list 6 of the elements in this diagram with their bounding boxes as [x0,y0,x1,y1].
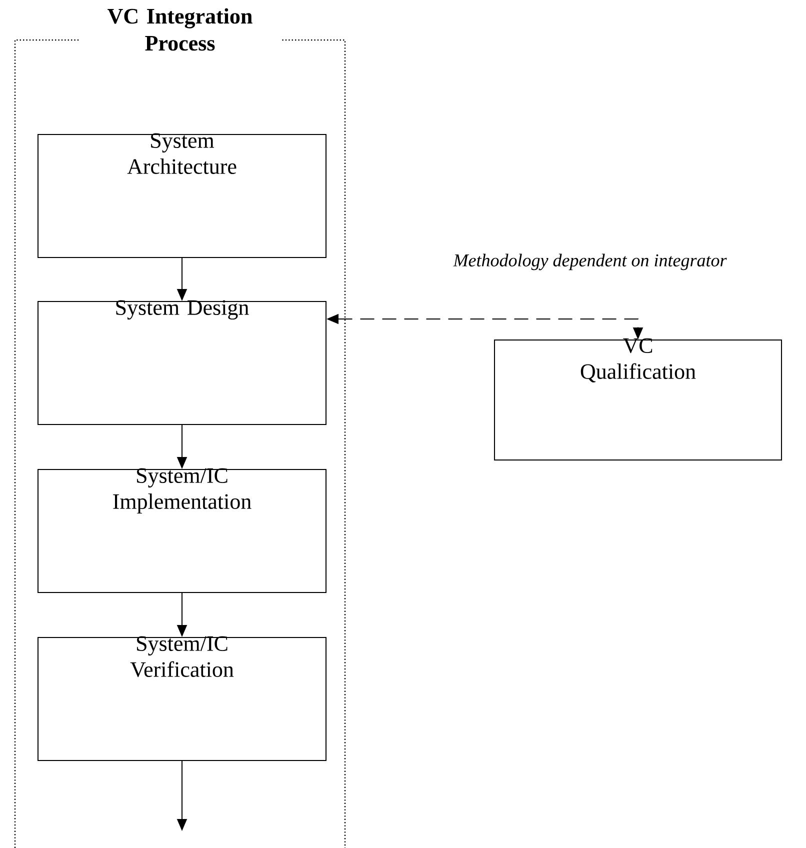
process-box: System/IC Implementation [38,468,326,593]
process-box: System/IC Verification [38,636,326,761]
process-box: System Design [38,300,326,425]
edge-label: Methodology dependent on integrator [453,254,727,270]
node-label: VC Integration Process [108,8,252,51]
process-box: System Architecture [38,133,326,258]
